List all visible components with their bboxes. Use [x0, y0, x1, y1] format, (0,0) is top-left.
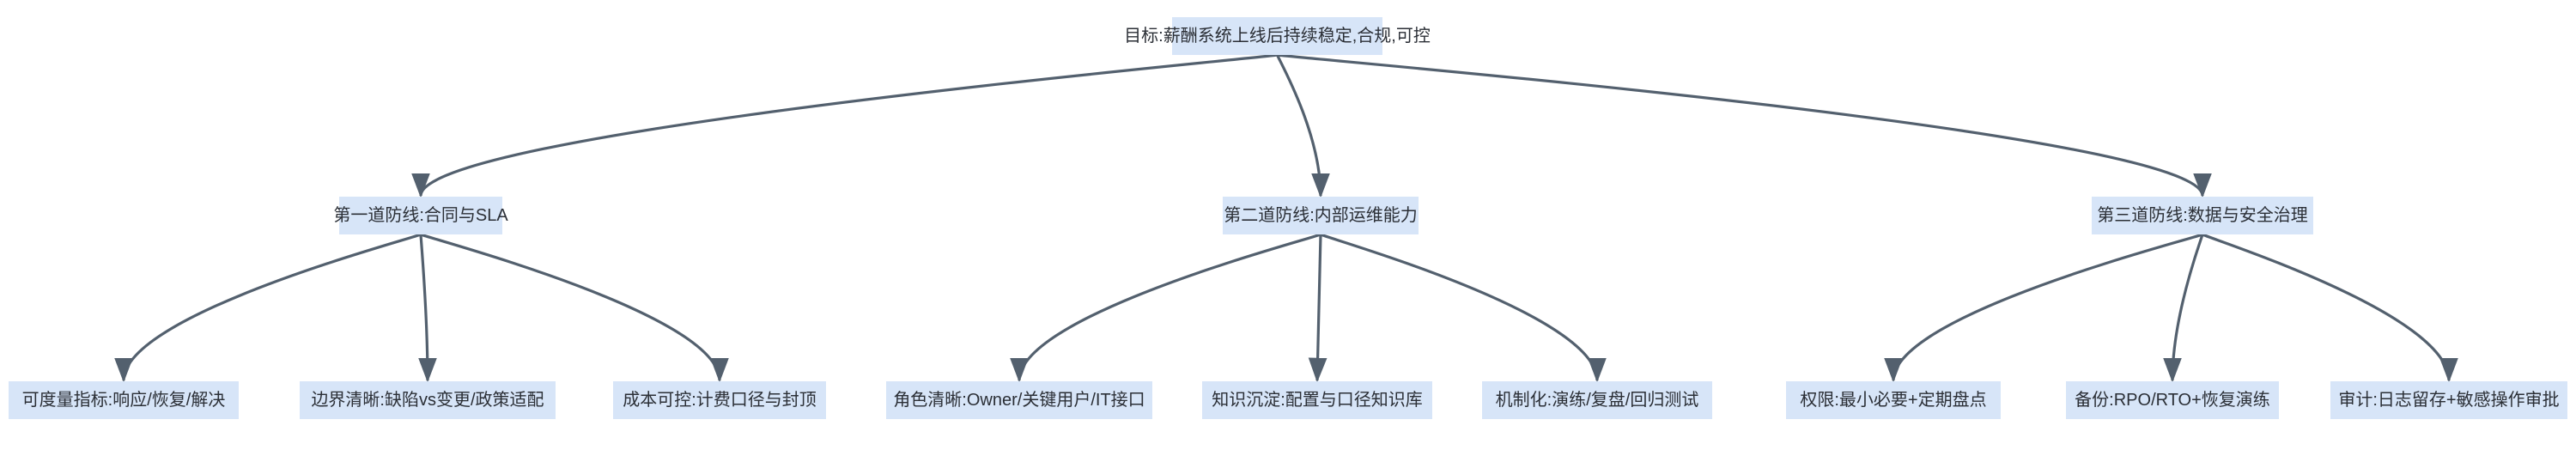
node-l3b[interactable]: 备份:RPO/RTO+恢复演练: [2066, 381, 2279, 419]
node-l3a-label: 权限:最小必要+定期盘点: [1800, 390, 1987, 410]
node-l3c-label: 审计:日志留存+敏感操作审批: [2338, 390, 2560, 410]
node-line2-label: 第二道防线:内部运维能力: [1224, 205, 1418, 225]
node-l1a[interactable]: 可度量指标:响应/恢复/解决: [9, 381, 239, 419]
edge-b2-to-b2c2: [2202, 233, 2458, 383]
node-l2b[interactable]: 知识沉淀:配置与口径知识库: [1202, 381, 1432, 419]
node-l1b-label: 边界清晰:缺陷vs变更/政策适配: [311, 390, 544, 410]
node-l2a-label: 角色清晰:Owner/关键用户/IT接口: [893, 390, 1145, 410]
node-line3-label: 第三道防线:数据与安全治理: [2097, 205, 2308, 225]
node-line3[interactable]: 第三道防线:数据与安全治理: [2092, 197, 2313, 234]
edge-root-to-b0: [411, 53, 1278, 198]
edge-b0-to-b0c2: [420, 233, 729, 383]
node-l2c-label: 机制化:演练/复盘/回归测试: [1495, 390, 1699, 410]
node-goal-label: 目标:薪酬系统上线后持续稳定,合规,可控: [1124, 26, 1431, 46]
edge-b1-to-b1c1: [1308, 234, 1327, 383]
edge-b0-to-b0c1: [418, 234, 437, 383]
edge-b1-to-b1c2: [1320, 233, 1607, 383]
node-goal[interactable]: 目标:薪酬系统上线后持续稳定,合规,可控: [1124, 17, 1431, 55]
node-l1c[interactable]: 成本可控:计费口径与封顶: [613, 381, 826, 419]
node-l3b-label: 备份:RPO/RTO+恢复演练: [2075, 390, 2270, 410]
edge-root-to-b2: [1277, 53, 2212, 198]
node-l1a-label: 可度量指标:响应/恢复/解决: [21, 390, 226, 410]
edge-b1-to-b1c0: [1010, 233, 1321, 383]
edge-b2-to-b2c0: [1884, 233, 2203, 383]
node-line1[interactable]: 第一道防线:合同与SLA: [333, 197, 508, 234]
node-l2a[interactable]: 角色清晰:Owner/关键用户/IT接口: [886, 381, 1152, 419]
node-l2b-label: 知识沉淀:配置与口径知识库: [1212, 390, 1423, 410]
node-line2[interactable]: 第二道防线:内部运维能力: [1223, 197, 1419, 234]
edge-b0-to-b0c0: [114, 233, 422, 383]
node-line1-label: 第一道防线:合同与SLA: [333, 205, 508, 225]
node-l1b[interactable]: 边界清晰:缺陷vs变更/政策适配: [300, 381, 556, 419]
node-l1c-label: 成本可控:计费口径与封顶: [623, 390, 817, 410]
node-l3a[interactable]: 权限:最小必要+定期盘点: [1786, 381, 2001, 419]
edge-b2-to-b2c1: [2163, 234, 2204, 383]
node-l2c[interactable]: 机制化:演练/复盘/回归测试: [1482, 381, 1712, 419]
edge-root-to-b1: [1276, 54, 1330, 198]
node-l3c[interactable]: 审计:日志留存+敏感操作审批: [2330, 381, 2567, 419]
